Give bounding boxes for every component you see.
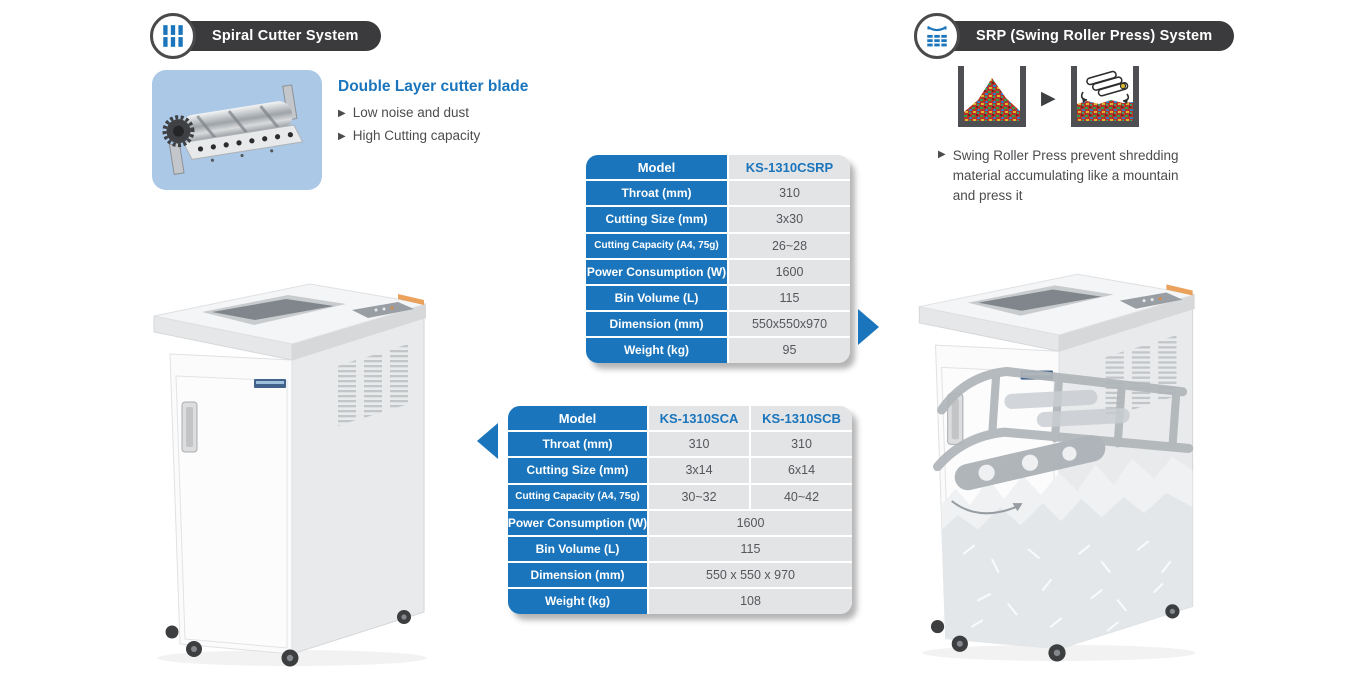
spiral-cutter-system-header: Spiral Cutter System	[150, 13, 381, 59]
row-value: 3x30	[729, 207, 850, 232]
row-label: Cutting Capacity (A4, 75g)	[586, 233, 727, 258]
model-name: KS-1310SCA	[649, 406, 749, 431]
row-label: Bin Volume (L)	[586, 285, 727, 311]
flow-arrow-left-icon	[477, 423, 498, 459]
bullet-triangle-icon: ▶	[338, 108, 346, 119]
row-label: Cutting Capacity (A4, 75g)	[508, 484, 647, 509]
header-pill-left: Spiral Cutter System	[174, 21, 381, 51]
row-value: 3x14	[649, 458, 749, 483]
row-label: Throat (mm)	[508, 432, 647, 457]
feature-bullet-text: Low noise and dust	[352, 105, 470, 120]
row-value: 6x14	[751, 458, 852, 483]
spec-table-csrp: Model KS-1310CSRP Throat (mm) 310 Cuttin…	[586, 155, 850, 363]
row-value: 115	[649, 536, 852, 562]
row-value: 108	[649, 589, 852, 614]
row-value: 550x550x970	[729, 312, 850, 337]
srp-system-header: SRP (Swing Roller Press) System	[914, 13, 1235, 59]
spec-table-sc: Model KS-1310SCA KS-1310SCB Throat (mm) …	[508, 406, 852, 614]
spiral-cutter-header-label: Spiral Cutter System	[212, 28, 359, 44]
srp-before-after: ▶	[956, 66, 1141, 130]
row-label: Dimension (mm)	[508, 563, 647, 588]
row-value: 310	[729, 181, 850, 206]
table-header-model: Model	[586, 155, 727, 180]
bin-before-image	[958, 66, 1026, 127]
spiral-cutter-icon	[150, 13, 196, 59]
row-label: Power Consumption (W)	[586, 259, 727, 284]
srp-description-text: Swing Roller Press prevent shredding mat…	[952, 148, 1179, 203]
row-label: Bin Volume (L)	[508, 536, 647, 562]
row-value: 115	[729, 285, 850, 311]
row-value: 310	[751, 432, 852, 457]
row-value: 550 x 550 x 970	[649, 563, 852, 588]
feature-bullet: ▶ Low noise and dust	[338, 105, 608, 122]
shredder-right-photo	[903, 250, 1210, 667]
row-value: 310	[649, 432, 749, 457]
row-value: 95	[729, 338, 850, 363]
cutter-blade-photo	[152, 70, 322, 190]
row-label: Cutting Size (mm)	[508, 458, 647, 483]
srp-icon	[914, 13, 960, 59]
srp-header-label: SRP (Swing Roller Press) System	[976, 28, 1213, 44]
header-pill-right: SRP (Swing Roller Press) System	[938, 21, 1235, 51]
shredder-left-photo	[142, 260, 437, 672]
row-value: 40~42	[751, 484, 852, 509]
table-header-model: Model	[508, 406, 647, 431]
bullet-triangle-icon: ▶	[338, 131, 346, 142]
row-label: Weight (kg)	[586, 338, 727, 363]
row-label: Weight (kg)	[508, 589, 647, 614]
row-label: Cutting Size (mm)	[586, 207, 727, 232]
row-label: Dimension (mm)	[586, 312, 727, 337]
transition-arrow-icon: ▶	[1041, 87, 1056, 109]
bin-after-image	[1070, 66, 1139, 127]
feature-title: Double Layer cutter blade	[338, 78, 529, 95]
row-value: 1600	[729, 259, 850, 284]
row-value: 26~28	[729, 233, 850, 258]
feature-block: Double Layer cutter blade ▶ Low noise an…	[338, 78, 608, 145]
flow-arrow-right-icon	[858, 309, 879, 345]
row-value: 1600	[649, 510, 852, 535]
srp-description: ▶ Swing Roller Press prevent shredding m…	[938, 146, 1182, 206]
model-name: KS-1310CSRP	[729, 155, 850, 180]
row-value: 30~32	[649, 484, 749, 509]
feature-bullet: ▶ High Cutting capacity	[338, 128, 608, 145]
bullet-triangle-icon: ▶	[938, 149, 946, 160]
row-label: Throat (mm)	[586, 181, 727, 206]
model-name: KS-1310SCB	[751, 406, 852, 431]
row-label: Power Consumption (W)	[508, 510, 647, 535]
feature-bullet-text: High Cutting capacity	[352, 128, 481, 143]
